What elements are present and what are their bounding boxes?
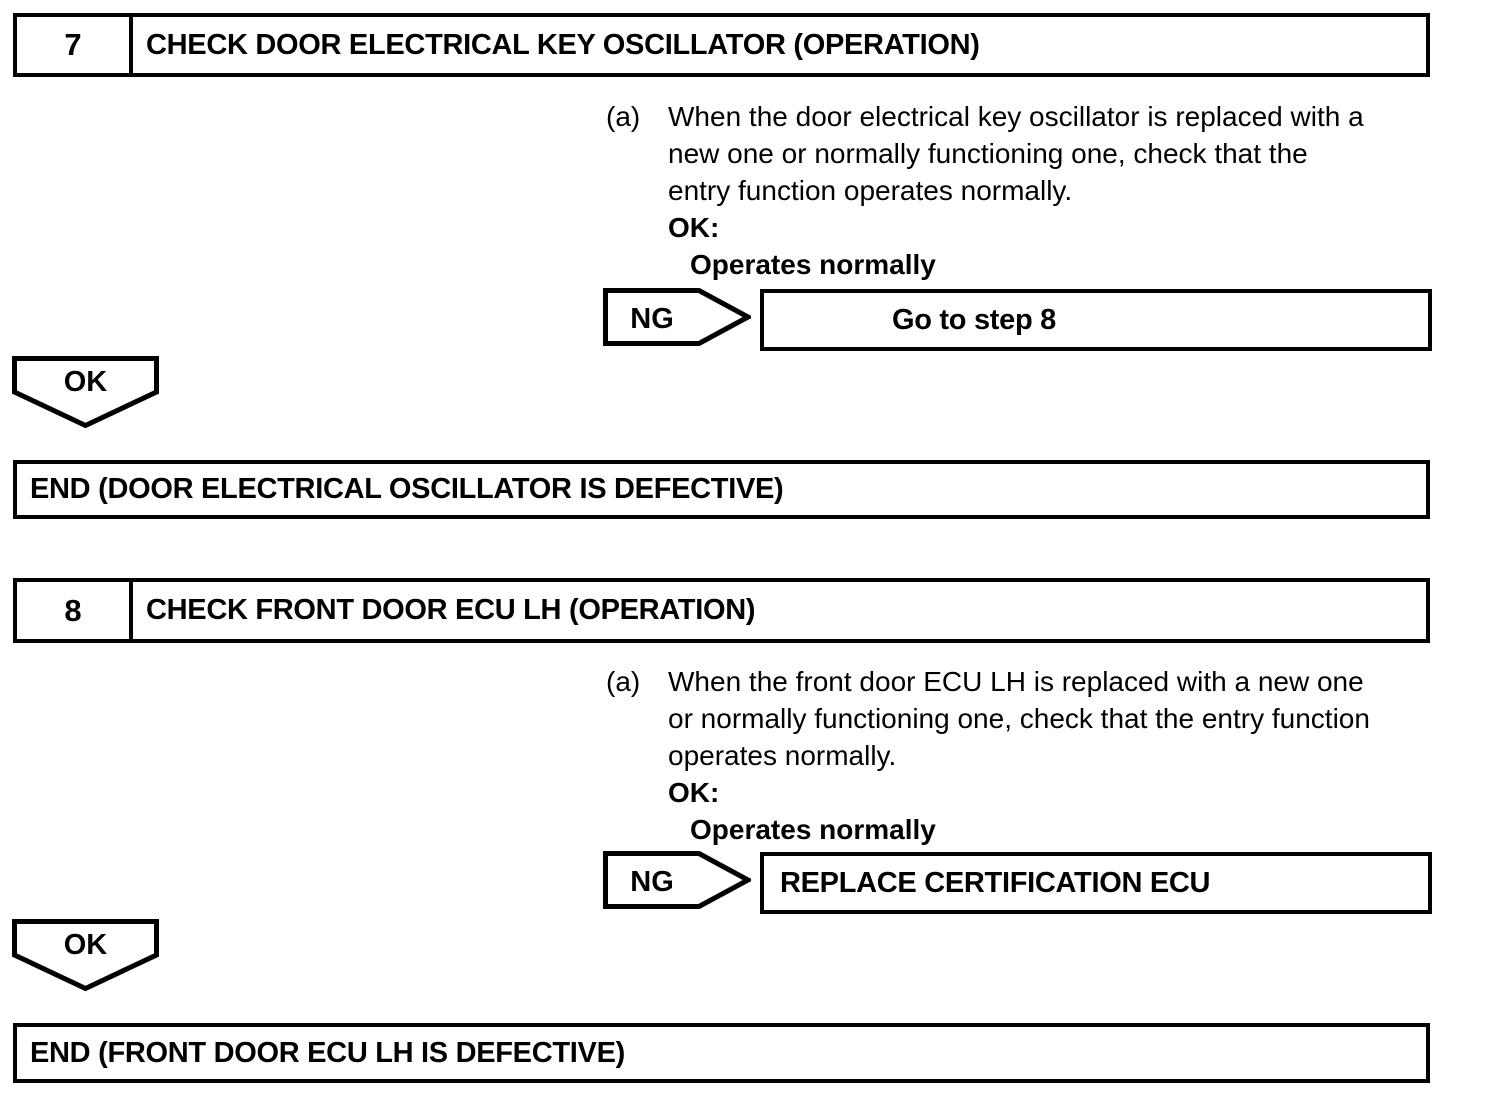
step-8-end-text: END (FRONT DOOR ECU LH IS DEFECTIVE) xyxy=(30,1036,625,1069)
step-8-ng-action-text: REPLACE CERTIFICATION ECU xyxy=(780,866,1211,899)
step-8-item-label: (a) xyxy=(606,666,641,697)
step-8-end-box: END (FRONT DOOR ECU LH IS DEFECTIVE) xyxy=(13,1023,1430,1083)
step-7-ok-arrow-icon: OK xyxy=(12,356,159,429)
step-7-ng-action-box: Go to step 8 xyxy=(760,289,1432,351)
ng-pentagon-shape xyxy=(603,851,751,909)
ng-pentagon-shape xyxy=(603,288,751,346)
step-8-ok-label: OK xyxy=(64,929,108,961)
step-7-instruction-line: new one or normally functioning one, che… xyxy=(668,138,1308,169)
step-7-ok-condition: Operates normally xyxy=(690,249,936,280)
step-8-instruction-line: operates normally. xyxy=(668,740,897,771)
step-8-ok-heading: OK: xyxy=(668,777,720,808)
step-7-ng-label: NG xyxy=(630,303,674,335)
step-8-ok-condition: Operates normally xyxy=(690,814,936,845)
step-7-instruction-line: When the door electrical key oscillator … xyxy=(668,101,1364,132)
step-8-title: CHECK FRONT DOOR ECU LH (OPERATION) xyxy=(146,594,756,626)
step-7-title: CHECK DOOR ELECTRICAL KEY OSCILLATOR (OP… xyxy=(146,28,980,61)
step-7-number: 7 xyxy=(17,17,133,73)
ok-pentagon-shape xyxy=(12,356,159,429)
step-8-number: 8 xyxy=(17,582,133,639)
step-7-instruction: When the door electrical key oscillator … xyxy=(668,98,1364,283)
step-8-ng-label: NG xyxy=(630,866,674,898)
step-7-item-label: (a) xyxy=(606,101,641,132)
ok-pentagon-shape xyxy=(12,919,159,992)
step-7-ok-heading: OK: xyxy=(668,212,720,243)
step-7-end-box: END (DOOR ELECTRICAL OSCILLATOR IS DEFEC… xyxy=(13,460,1430,519)
step-8-instruction: When the front door ECU LH is replaced w… xyxy=(668,663,1370,848)
step-8-instruction-line: or normally functioning one, check that … xyxy=(668,703,1370,734)
step-8-header: 8 CHECK FRONT DOOR ECU LH (OPERATION) xyxy=(13,578,1430,643)
step-7-instruction-line: entry function operates normally. xyxy=(668,175,1073,206)
step-8-ok-arrow-icon: OK xyxy=(12,919,159,992)
step-8-ng-arrow-icon: NG xyxy=(603,851,751,909)
step-7-header: 7 CHECK DOOR ELECTRICAL KEY OSCILLATOR (… xyxy=(13,13,1430,77)
step-7-ok-label: OK xyxy=(64,366,108,398)
step-7-end-text: END (DOOR ELECTRICAL OSCILLATOR IS DEFEC… xyxy=(30,473,784,505)
step-7-ng-action-text: Go to step 8 xyxy=(892,303,1056,336)
step-8-ng-action-box: REPLACE CERTIFICATION ECU xyxy=(760,852,1432,914)
step-7-ng-arrow-icon: NG xyxy=(603,288,751,346)
step-8-instruction-line: When the front door ECU LH is replaced w… xyxy=(668,666,1364,697)
